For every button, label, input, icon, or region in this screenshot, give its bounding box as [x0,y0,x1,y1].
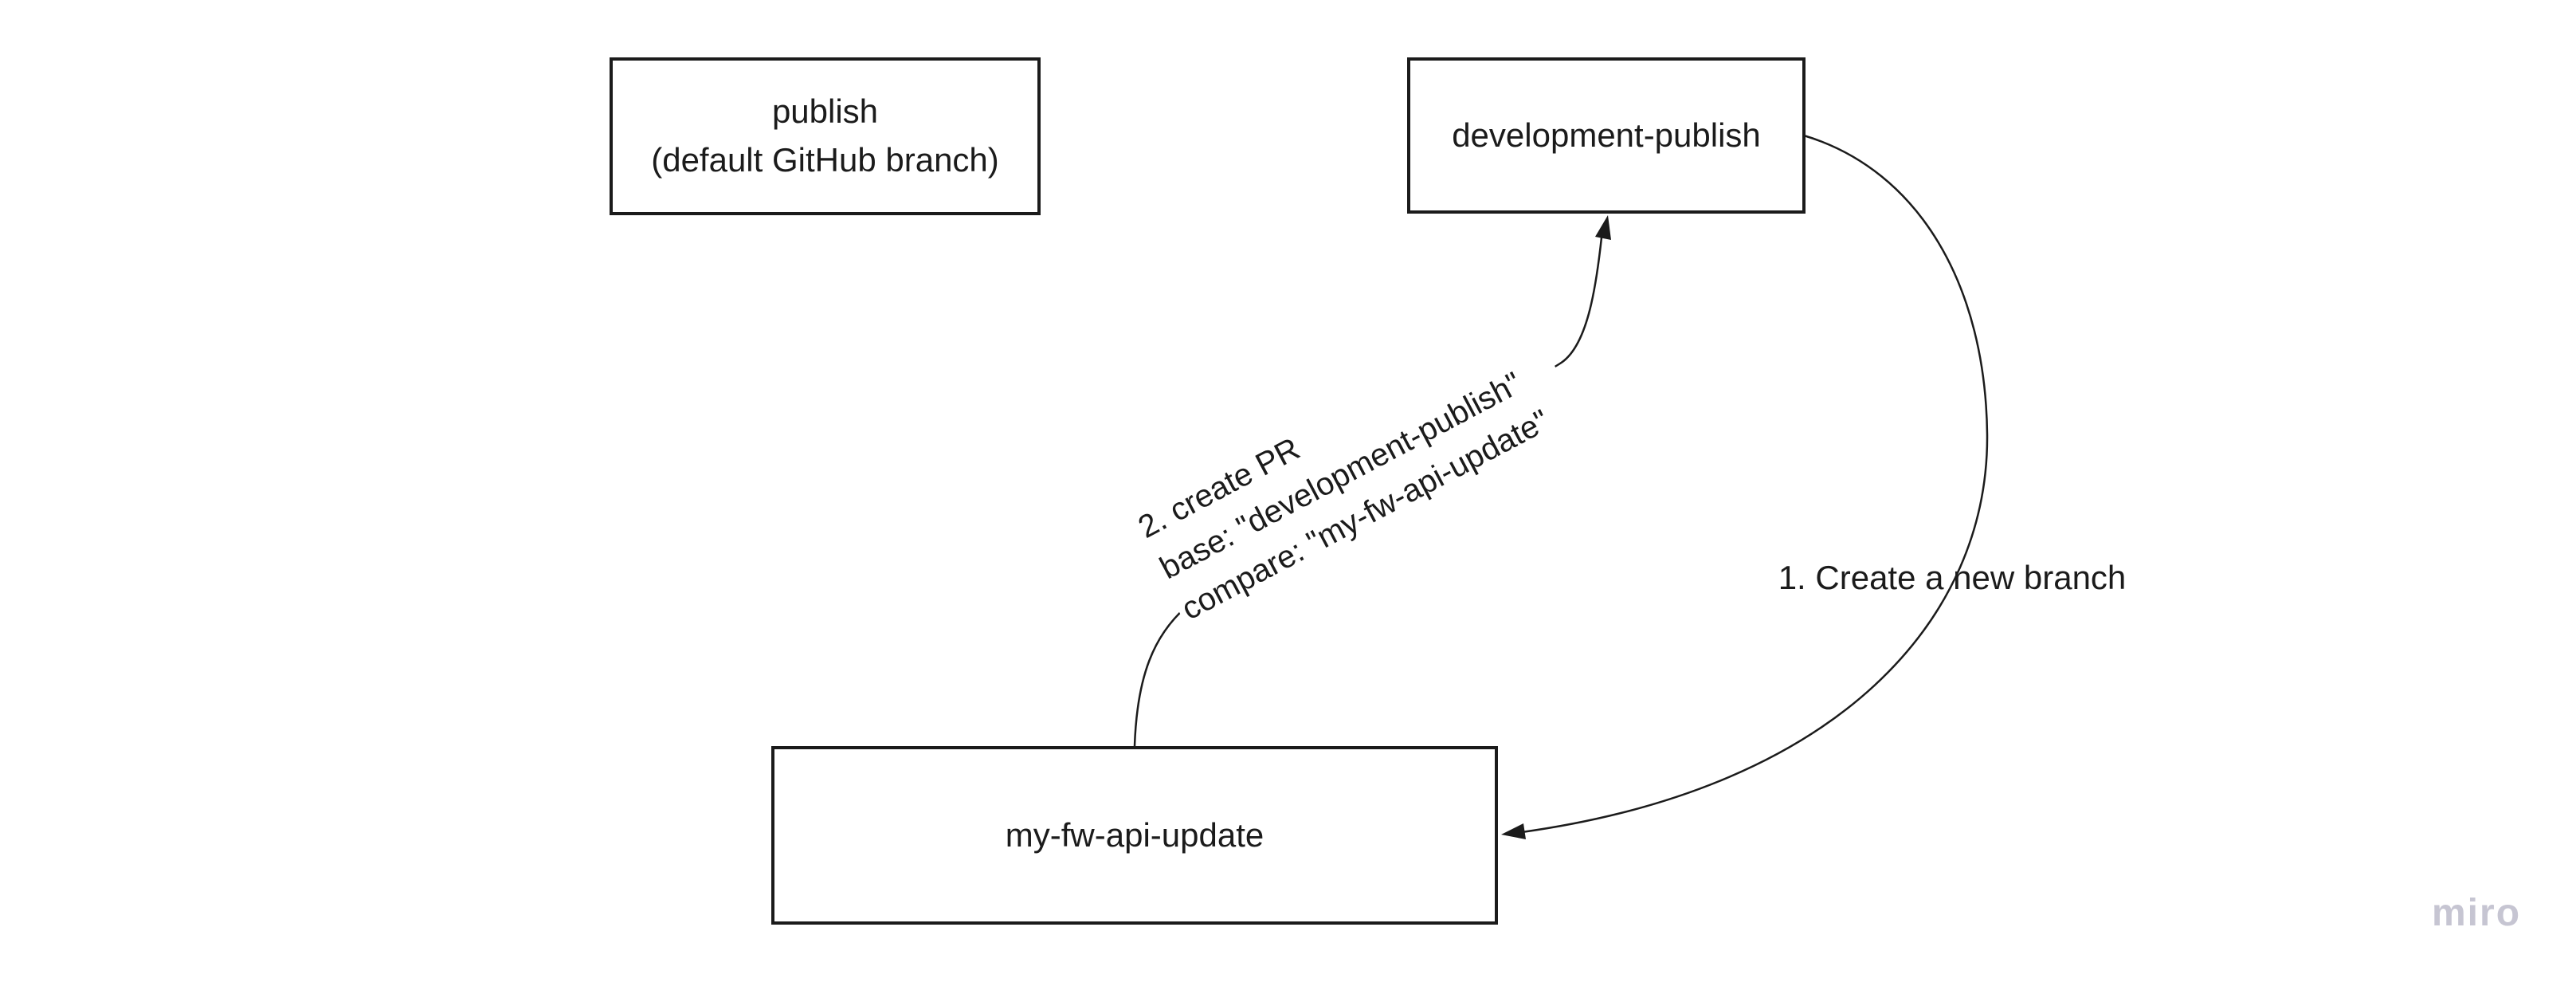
shape-development-publish-branch[interactable]: development-publish [1407,57,1806,214]
connector-create-branch[interactable] [1521,134,1989,834]
shape-my-fw-api-update-branch[interactable]: my-fw-api-update [771,746,1498,925]
miro-watermark: miro [2432,892,2522,934]
shape-my-fw-api-update-label: my-fw-api-update [1005,815,1264,854]
arrowhead-create-pr [1595,215,1611,240]
edge-label-create-branch[interactable]: 1. Create a new branch [1778,559,2127,596]
shape-development-publish-label: development-publish [1452,116,1761,154]
shape-publish-label-line1: publish [771,92,879,131]
shape-publish-label: publish (default GitHub branch) [651,88,999,185]
arrowhead-create-branch [1501,823,1526,839]
shape-publish-label-line2: (default GitHub branch) [651,141,999,179]
shape-publish-branch[interactable]: publish (default GitHub branch) [610,57,1041,215]
